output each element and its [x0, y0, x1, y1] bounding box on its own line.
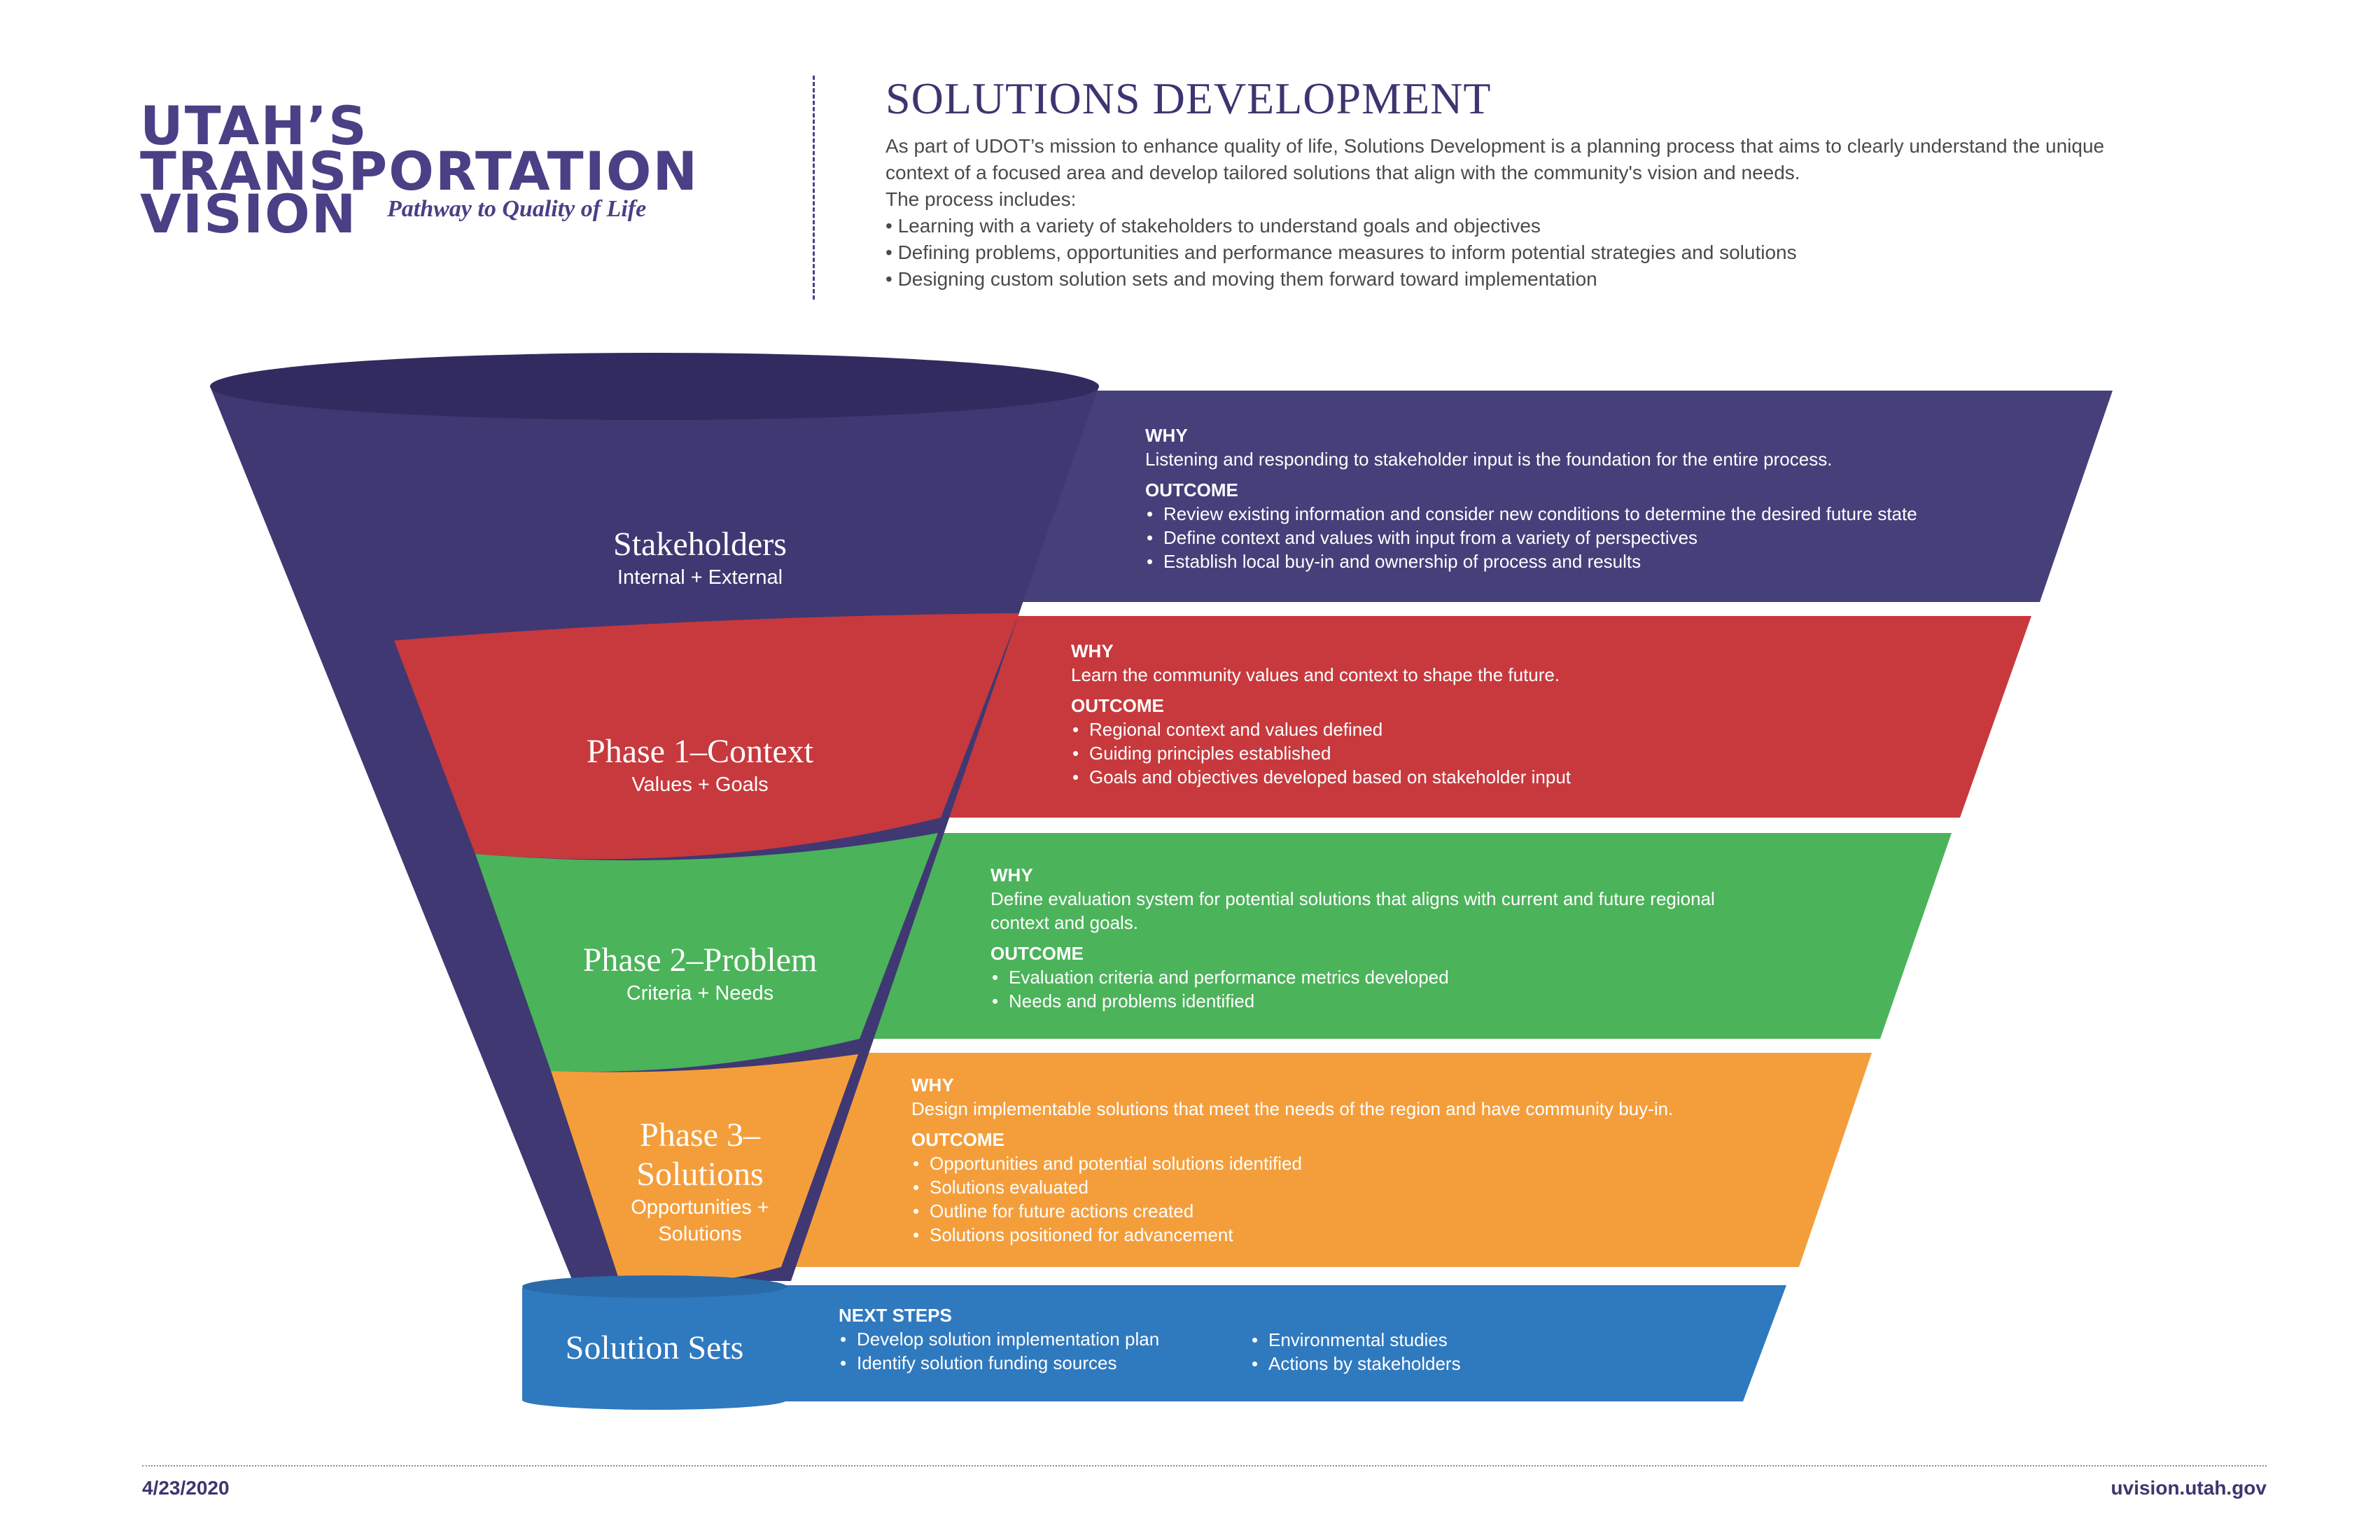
footer-url[interactable]: uvision.utah.gov [2110, 1477, 2267, 1499]
stage-phase2: Phase 2–Problem Criteria + Needs [490, 941, 910, 1007]
stage-stakeholders: Stakeholders Internal + External [490, 525, 910, 591]
next-steps-label: NEXT STEPS [839, 1305, 952, 1326]
intro-bullet: • Defining problems, opportunities and p… [886, 241, 1797, 263]
stage-title: Phase 3– [640, 1116, 760, 1154]
why-label: WHY [990, 864, 1033, 886]
next-step-item: Environmental studies [1250, 1328, 1461, 1352]
stage-subtitle: Solutions [658, 1223, 742, 1245]
why-label: WHY [1071, 640, 1114, 662]
page-title: SOLUTIONS DEVELOPMENT [886, 74, 1492, 123]
why-text: Define evaluation system for potential s… [990, 888, 1715, 909]
outcome-label: OUTCOME [990, 943, 1084, 964]
stage-solution-sets: Solution Sets [522, 1329, 787, 1368]
stage-title: Phase 1–Context [587, 733, 813, 770]
stage-title: Solutions [636, 1156, 764, 1193]
intro-line: As part of UDOT’s mission to enhance qua… [886, 135, 2105, 157]
outcome-item: Goals and objectives developed based on … [1071, 765, 1571, 789]
outcome-item: Review existing information and consider… [1145, 502, 1917, 526]
band-text-next-steps: NEXT STEPS Develop solution implementati… [839, 1303, 1159, 1375]
band-text-phase1: WHY Learn the community values and conte… [1071, 639, 1571, 789]
band-text-next-steps-col2: Environmental studies Actions by stakeho… [1250, 1328, 1461, 1376]
outcome-item: Evaluation criteria and performance metr… [990, 965, 1715, 989]
stage-subtitle: Internal + External [617, 566, 783, 589]
solution-sets-top [522, 1275, 787, 1298]
why-label: WHY [911, 1074, 954, 1096]
logo-line-2: TRANSPORTATION [140, 140, 699, 202]
stage-subtitle: Opportunities + [631, 1196, 769, 1219]
footer-rule [142, 1465, 2267, 1466]
why-text: Listening and responding to stakeholder … [1145, 449, 1833, 470]
funnel-rim [210, 353, 1099, 420]
outcome-item: Outline for future actions created [911, 1199, 1673, 1223]
outcome-label: OUTCOME [1071, 695, 1164, 716]
outcome-item: Regional context and values defined [1071, 718, 1571, 741]
stage-title: Phase 2–Problem [582, 941, 818, 979]
why-text: Learn the community values and context t… [1071, 664, 1560, 685]
logo-tagline: Pathway to Quality of Life [387, 196, 647, 222]
intro-text: As part of UDOT’s mission to enhance qua… [886, 133, 2286, 293]
funnel-phase2 [475, 833, 938, 1072]
intro-bullet: • Designing custom solution sets and mov… [886, 268, 1597, 290]
footer-date: 4/23/2020 [142, 1477, 230, 1499]
outcome-item: Needs and problems identified [990, 989, 1715, 1013]
next-step-item: Develop solution implementation plan [839, 1327, 1159, 1351]
outcome-label: OUTCOME [1145, 479, 1238, 500]
logo-line-3: VISION [140, 183, 358, 245]
outcome-item: Establish local buy-in and ownership of … [1145, 550, 1917, 573]
logo-line-1: UTAH’S [140, 94, 368, 157]
outcome-item: Guiding principles established [1071, 741, 1571, 765]
next-step-item: Identify solution funding sources [839, 1351, 1159, 1375]
why-text: context and goals. [990, 912, 1139, 933]
stage-subtitle: Values + Goals [631, 774, 769, 796]
outcome-item: Define context and values with input fro… [1145, 526, 1917, 550]
band-text-stakeholders: WHY Listening and responding to stakehol… [1145, 424, 1917, 573]
funnel-phase3 [551, 1054, 858, 1286]
outcome-item: Solutions evaluated [911, 1175, 1673, 1199]
band-text-phase2: WHY Define evaluation system for potenti… [990, 863, 1715, 1013]
solution-sets-cylinder [522, 1288, 787, 1400]
stage-phase1: Phase 1–Context Values + Goals [490, 732, 910, 798]
intro-bullet: • Learning with a variety of stakeholder… [886, 215, 1541, 237]
outcome-item: Solutions positioned for advancement [911, 1223, 1673, 1247]
intro-includes: The process includes: [886, 188, 1077, 210]
band-text-phase3: WHY Design implementable solutions that … [911, 1073, 1673, 1247]
stage-phase3: Phase 3– Solutions Opportunities + Solut… [525, 1116, 875, 1247]
why-label: WHY [1145, 425, 1188, 446]
next-step-item: Actions by stakeholders [1250, 1352, 1461, 1376]
intro-line: context of a focused area and develop ta… [886, 162, 1800, 183]
stage-subtitle: Criteria + Needs [626, 982, 774, 1004]
outcome-label: OUTCOME [911, 1129, 1004, 1150]
why-text: Design implementable solutions that meet… [911, 1098, 1674, 1119]
stage-title: Solution Sets [565, 1329, 744, 1366]
header-divider [813, 76, 815, 300]
outcome-item: Opportunities and potential solutions id… [911, 1152, 1673, 1175]
funnel-phase1 [394, 613, 1019, 860]
stage-title: Stakeholders [613, 526, 787, 563]
solution-sets-base [522, 1390, 787, 1410]
